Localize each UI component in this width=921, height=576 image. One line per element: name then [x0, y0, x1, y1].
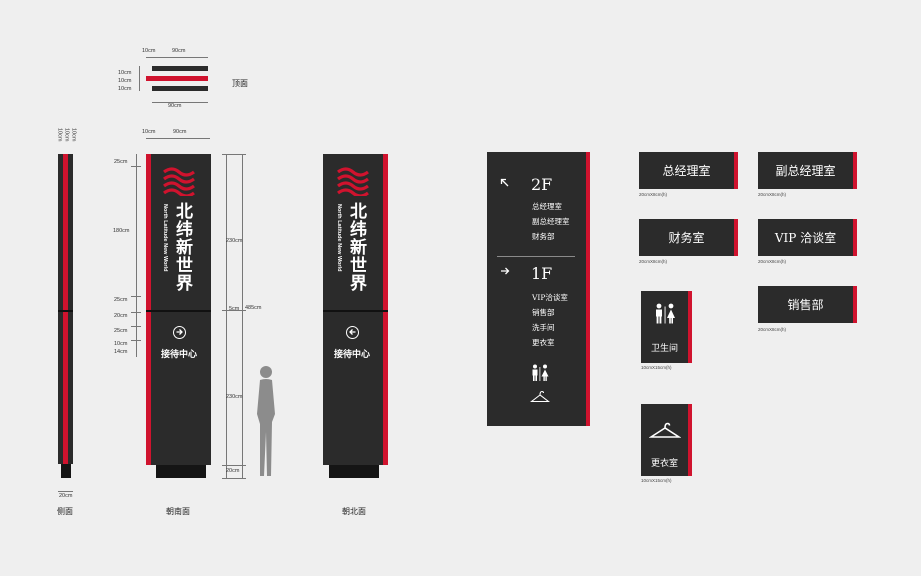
- door-sign-restroom: 卫生间: [641, 291, 692, 363]
- side-dim-base: 20cm: [59, 493, 73, 499]
- top-dim-red: 10cm: [142, 48, 156, 54]
- door-sign-size: 20cmX8cm(h): [758, 192, 787, 197]
- south-base: [156, 465, 206, 478]
- south-right-dim-5: 20cm: [226, 468, 240, 474]
- door-sign-text: 副总经理室: [775, 164, 836, 178]
- south-left-dim-5: 25cm: [114, 328, 128, 334]
- north-view-label: 朝北面: [342, 507, 366, 516]
- door-sign-sales: 销售部: [758, 286, 857, 323]
- side-panel-right: [68, 154, 73, 464]
- door-sign-size: 20cmX8cm(h): [758, 327, 787, 332]
- top-dim-width: 90cm: [172, 48, 186, 54]
- door-sign-text: 更衣室: [650, 459, 678, 469]
- floor2-label: 2F: [531, 175, 553, 194]
- human-silhouette-icon: [257, 366, 275, 476]
- door-sign-size: 20cmX8cm(h): [639, 192, 668, 197]
- south-left-dim-7: 14cm: [114, 349, 128, 355]
- door-sign-changing-room: 更衣室: [641, 404, 692, 476]
- arrow-right-icon: [501, 267, 510, 275]
- door-sign-text: VIP 洽谈室: [774, 231, 837, 245]
- side-panel-red: [63, 154, 68, 464]
- south-right-dim-2: 5cm: [229, 306, 240, 312]
- floor2-item-1: 总经理室: [532, 202, 562, 211]
- hanger-icon: [649, 422, 681, 438]
- hanger-icon: [530, 390, 550, 403]
- south-left-dim-1: 25cm: [114, 159, 128, 165]
- top-view-label: 顶面: [232, 79, 248, 88]
- south-left-dim-2: 180cm: [113, 228, 130, 234]
- north-brand-cn: 北纬新世界: [347, 202, 366, 292]
- south-right-dim-4: 230cm: [226, 394, 243, 400]
- door-sign-text: 总经理室: [662, 164, 711, 178]
- south-right-dim-1: 230cm: [226, 238, 243, 244]
- side-dim-top-1: 10cm: [56, 128, 63, 142]
- side-view-label: 侧面: [57, 507, 73, 516]
- door-sign-size: 10cmX15cm(h): [641, 365, 672, 370]
- door-sign-size: 20cmX8cm(h): [639, 259, 668, 264]
- south-view-label: 朝南面: [166, 507, 190, 516]
- directory-divider: [497, 256, 575, 257]
- restroom-icon: [656, 303, 675, 324]
- wave-logo-icon: [163, 167, 195, 196]
- south-lobby-text: 接待中心: [161, 349, 198, 359]
- floor1-label: 1F: [531, 264, 553, 283]
- south-left-dim-3: 25cm: [114, 297, 128, 303]
- door-sign-general-manager: 总经理室: [639, 152, 738, 189]
- side-base: [61, 464, 71, 478]
- door-sign-size: 10cmX15cm(h): [641, 478, 672, 483]
- door-sign-text: 销售部: [787, 298, 824, 312]
- top-dim-row-1: 10cm: [118, 70, 132, 76]
- door-sign-text: 卫生间: [650, 344, 678, 354]
- north-base: [329, 465, 379, 478]
- door-sign-vip-room: VIP 洽谈室: [758, 219, 857, 256]
- south-left-dim-4: 20cm: [114, 313, 128, 319]
- top-dim-bottom: 90cm: [168, 103, 182, 109]
- door-sign-text: 财务室: [668, 231, 705, 245]
- south-dim-red: 10cm: [142, 129, 156, 135]
- arrow-left-circle-icon: [346, 326, 359, 339]
- side-dim-top-2: 10cm: [63, 128, 70, 142]
- south-panel: [151, 154, 211, 465]
- top-dim-line: [146, 57, 208, 58]
- side-dim-top-3: 10cm: [70, 128, 77, 142]
- door-sign-finance: 财务室: [639, 219, 738, 256]
- floor1-item-1: VIP洽谈室: [532, 293, 568, 302]
- arrow-upleft-icon: [500, 178, 509, 187]
- top-dim-row-3: 10cm: [118, 86, 132, 92]
- south-dim-width: 90cm: [173, 129, 187, 135]
- floor1-item-3: 洗手间: [532, 323, 555, 332]
- north-panel: [323, 154, 383, 465]
- south-brand-en: North Latitude New World: [162, 204, 168, 272]
- floor2-item-3: 财务部: [532, 232, 555, 241]
- restroom-icon: [532, 364, 549, 381]
- wave-logo-icon: [337, 167, 369, 196]
- north-brand-en: North Latitude New World: [336, 204, 342, 272]
- floor1-item-4: 更衣室: [532, 338, 555, 347]
- south-right-dim-3: 485cm: [245, 305, 262, 311]
- south-left-dim-6: 10cm: [114, 341, 128, 347]
- top-bar-red: [146, 76, 208, 81]
- south-red-edge: [146, 154, 151, 465]
- top-bar-lower: [152, 86, 208, 91]
- side-panel-left: [58, 154, 63, 464]
- arrow-right-circle-icon: [173, 326, 186, 339]
- top-bar-upper: [152, 66, 208, 71]
- north-red-edge: [383, 154, 388, 465]
- top-dim-row-2: 10cm: [118, 78, 132, 84]
- north-lobby-text: 接待中心: [334, 349, 371, 359]
- floor1-item-2: 销售部: [532, 308, 555, 317]
- door-sign-deputy-manager: 副总经理室: [758, 152, 857, 189]
- south-brand-cn: 北纬新世界: [173, 202, 192, 292]
- door-sign-size: 20cmX8cm(h): [758, 259, 787, 264]
- floor2-item-2: 副总经理室: [532, 217, 570, 226]
